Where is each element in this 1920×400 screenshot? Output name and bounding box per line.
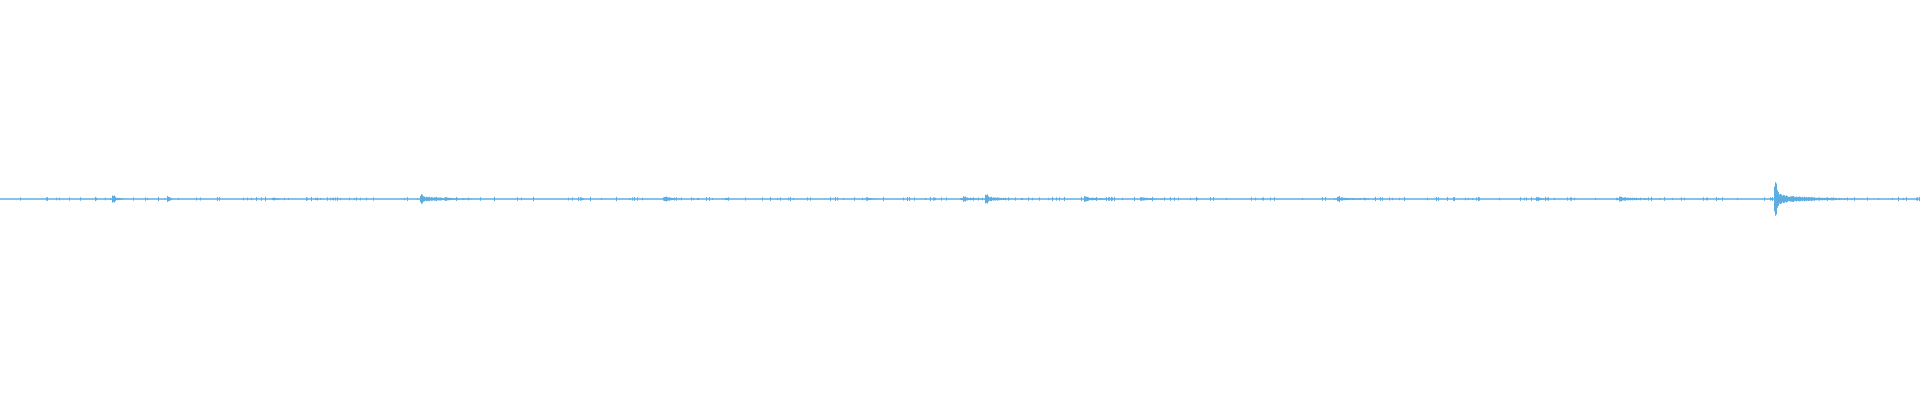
waveform-canvas — [0, 182, 1920, 216]
